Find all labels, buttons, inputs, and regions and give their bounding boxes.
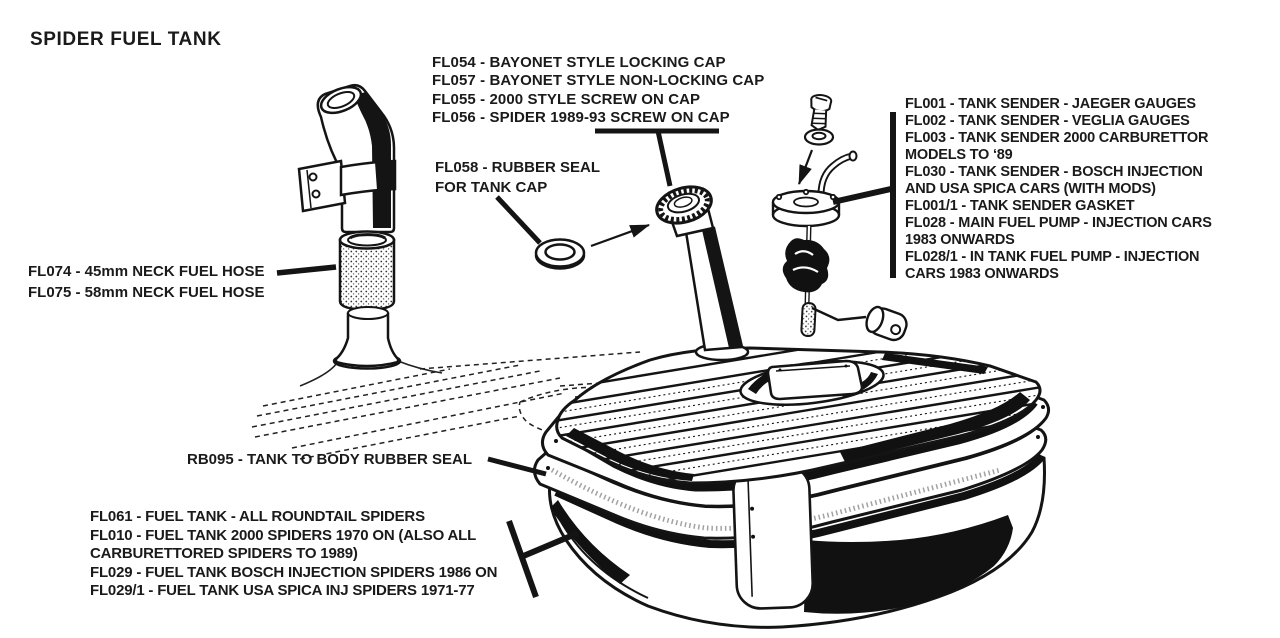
- sender-washer: [803, 128, 835, 146]
- sender-access-plate: [739, 359, 885, 406]
- filler-neck-elbow: [316, 83, 396, 234]
- filler-cap: [655, 185, 713, 225]
- fuel-tank: [533, 185, 1051, 629]
- tank-strap: [732, 464, 815, 610]
- sender-label-line: 1983 ONWARDS: [905, 232, 1015, 248]
- leader-hose-label: [276, 264, 337, 276]
- body-seal-label: RB095 - TANK TO BODY RUBBER SEAL: [187, 451, 472, 468]
- sender-label-line: FL001/1 - TANK SENDER GASKET: [905, 198, 1135, 214]
- cap-label-line: FL055 - 2000 STYLE SCREW ON CAP: [432, 90, 701, 108]
- seal-to-cap-arrow: [590, 223, 651, 248]
- sender-label-line: FL001 - TANK SENDER - JAEGER GAUGES: [905, 96, 1196, 112]
- fuel-tank-label-line: FL029/1 - FUEL TANK USA SPICA INJ SPIDER…: [90, 582, 475, 600]
- page-title: SPIDER FUEL TANK: [30, 29, 222, 50]
- sender-pump-labels: FL001 - TANK SENDER - JAEGER GAUGES FL00…: [905, 96, 1212, 283]
- tank-neck-stub: [332, 306, 402, 370]
- leader-sender-to-unit: [832, 186, 892, 205]
- neck-mounting-bracket: [297, 159, 397, 213]
- tank-top-face: [555, 346, 1042, 485]
- sender-screw: [810, 93, 833, 132]
- leader-rb095-to-seal: [487, 456, 547, 477]
- sender-pickup: [782, 238, 830, 293]
- sender-label-line: FL028/1 - IN TANK FUEL PUMP - INJECTION: [905, 249, 1200, 265]
- leader-caps-to-cap: [655, 130, 673, 187]
- sender-label-line: AND USA SPICA CARS (WITH MODS): [905, 181, 1156, 197]
- sender-label-line: CARS 1983 ONWARDS: [905, 266, 1059, 282]
- sender-float: [865, 305, 908, 342]
- leader-fl058-to-seal: [495, 195, 542, 245]
- screw-to-sender-arrow: [797, 149, 814, 186]
- sender-float-arm: [811, 306, 867, 322]
- fuel-tank-label-line: CARBURETTORED SPIDERS TO 1989): [90, 545, 358, 563]
- sender-label-line: FL028 - MAIN FUEL PUMP - INJECTION CARS: [905, 215, 1212, 231]
- fuel-tank-labels: FL061 - FUEL TANK - ALL ROUNDTAIL SPIDER…: [90, 508, 497, 601]
- cap-seal-label-line: FOR TANK CAP: [435, 179, 548, 196]
- cap-seal-label: FL058 - RUBBER SEAL FOR TANK CAP: [435, 158, 600, 198]
- leader-tank-to-body: [519, 530, 580, 560]
- cap-label-line: FL054 - BAYONET STYLE LOCKING CAP: [432, 54, 726, 71]
- neck-hose-labels: FL074 - 45mm NECK FUEL HOSE FL075 - 58mm…: [28, 262, 264, 303]
- sender-label-line: FL002 - TANK SENDER - VEGLIA GAUGES: [905, 113, 1190, 129]
- neck-fuel-hose: [338, 230, 396, 311]
- body-seal-label-line: RB095 - TANK TO BODY RUBBER SEAL: [187, 451, 473, 468]
- sender-label-line: FL003 - TANK SENDER 2000 CARBURETTOR: [905, 130, 1209, 146]
- cap-seal-label-line: FL058 - RUBBER SEAL: [435, 159, 601, 176]
- neck-hose-label-line: FL075 - 58mm NECK FUEL HOSE: [28, 283, 265, 301]
- fuel-tank-label-line: FL029 - FUEL TANK BOSCH INJECTION SPIDER…: [90, 563, 498, 581]
- fuel-tank-label-line: FL061 - FUEL TANK - ALL ROUNDTAIL SPIDER…: [90, 508, 425, 525]
- cap-label-line: FL057 - BAYONET STYLE NON-LOCKING CAP: [432, 72, 765, 90]
- cap-label-line: FL056 - SPIDER 1989-93 SCREW ON CAP: [432, 109, 730, 127]
- sender-label-line: MODELS TO ‘89: [905, 147, 1013, 163]
- fuel-tank-label-line: FL010 - FUEL TANK 2000 SPIDERS 1970 ON (…: [90, 526, 477, 544]
- sender-label-line: FL030 - TANK SENDER - BOSCH INJECTION: [905, 164, 1203, 180]
- cap-part-labels: FL054 - BAYONET STYLE LOCKING CAP FL057 …: [432, 54, 764, 128]
- neck-hose-label-line: FL074 - 45mm NECK FUEL HOSE: [28, 263, 265, 280]
- cap-rubber-seal: [534, 238, 586, 270]
- tank-sender-unit: [771, 150, 908, 342]
